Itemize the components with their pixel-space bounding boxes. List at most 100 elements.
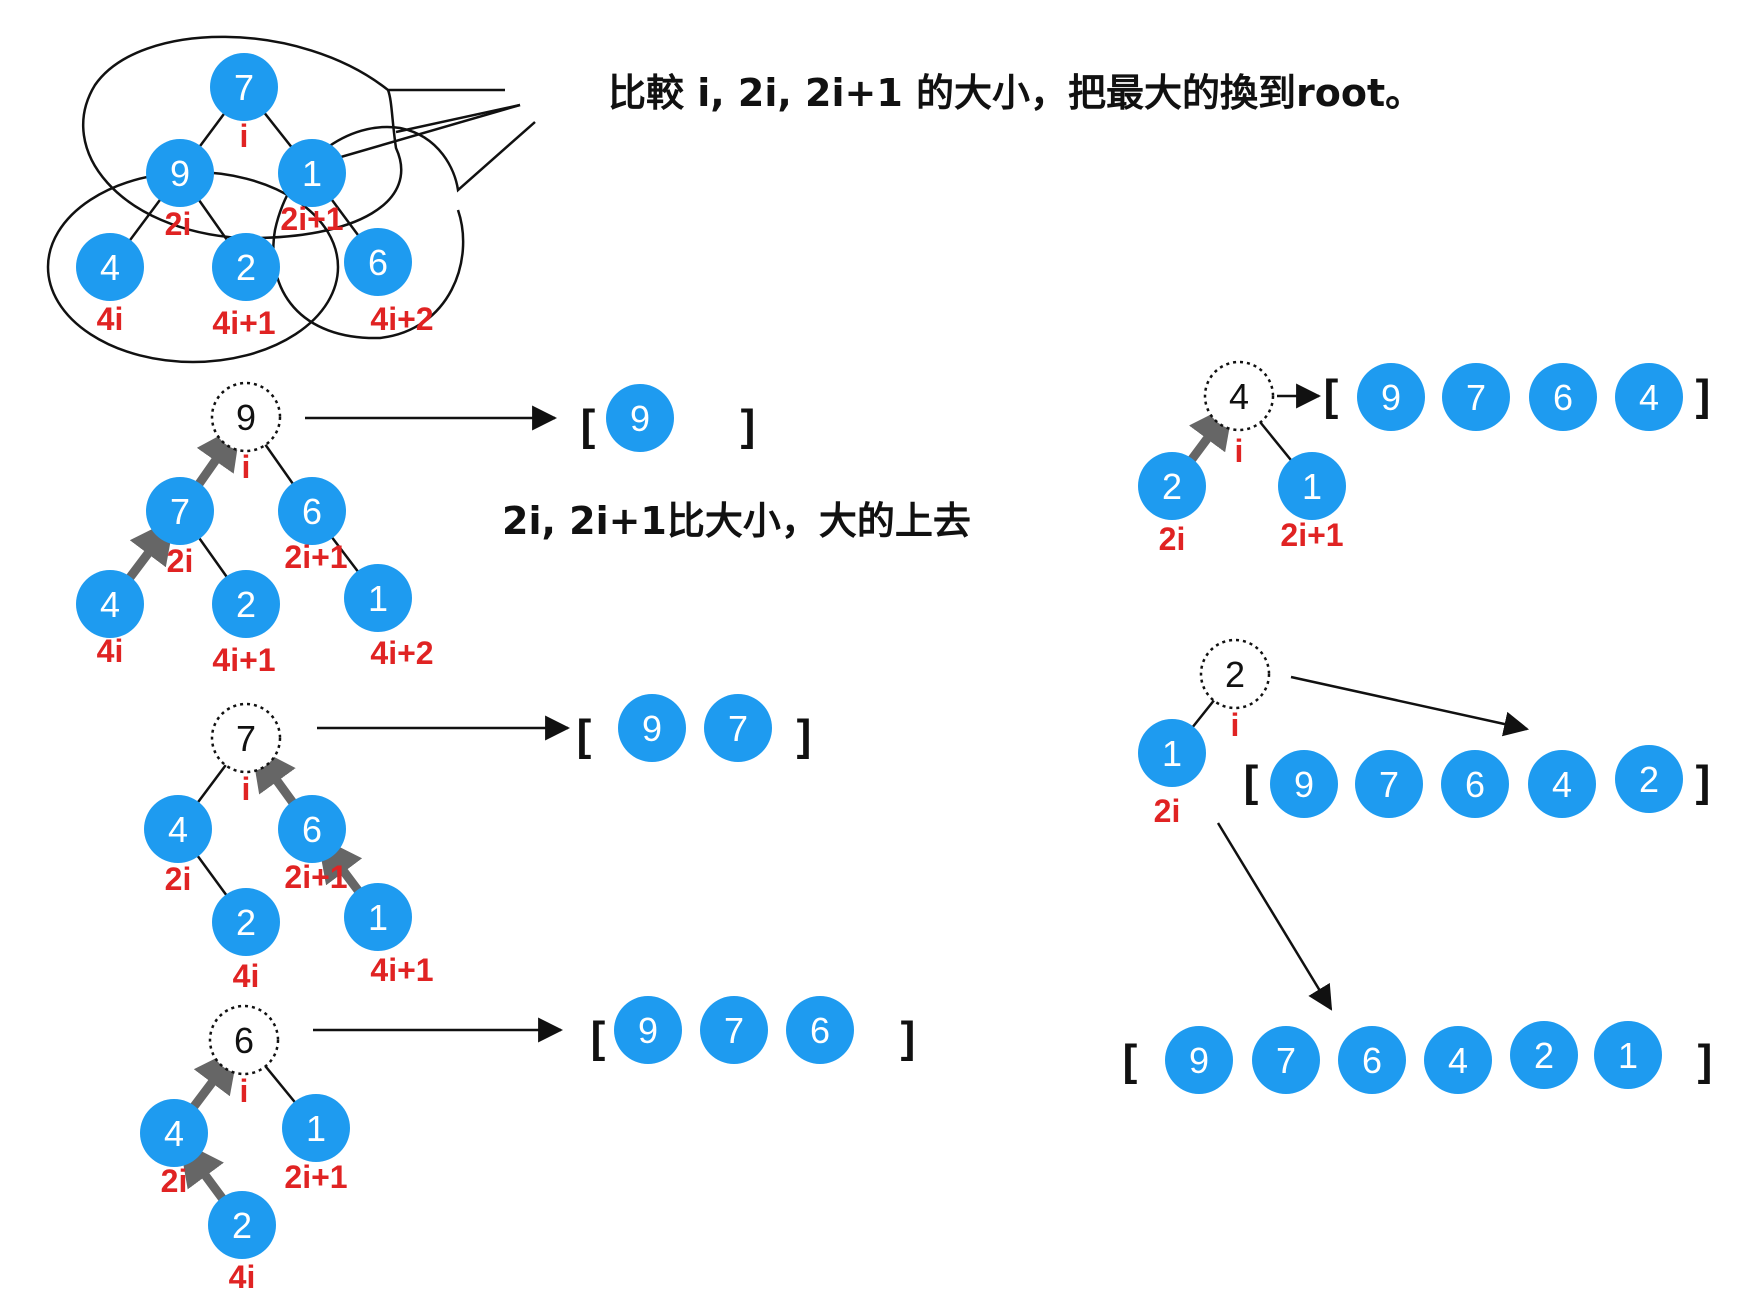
index-label: 2i+1 <box>284 859 347 895</box>
tree-node-step4: 1 <box>1278 452 1346 520</box>
node-value: 7 <box>170 491 190 532</box>
tree-node-step5: 2 <box>1199 638 1271 710</box>
index-label: i <box>240 1073 249 1109</box>
output-item: 9 <box>1357 363 1425 431</box>
index-label: 4i <box>97 301 124 337</box>
node-value: 1 <box>368 897 388 938</box>
output-item: 2 <box>1510 1021 1578 1089</box>
node-value: 4 <box>168 809 188 850</box>
node-value: 2 <box>232 1205 252 1246</box>
node-value: 7 <box>1276 1040 1296 1081</box>
output-item: 9 <box>614 996 682 1064</box>
tree-node-initial: 2 <box>212 233 280 301</box>
index-label: 4i+1 <box>370 952 433 988</box>
node-value: 9 <box>638 1010 658 1051</box>
node-value: 4 <box>1639 377 1659 418</box>
node-value: 2 <box>236 584 256 625</box>
tree-node-step4: 2 <box>1138 452 1206 520</box>
index-label: 2i <box>1159 521 1186 557</box>
node-value: 4 <box>164 1113 184 1154</box>
index-label: 4i+2 <box>370 301 433 337</box>
promote-note: 2i, 2i+1比大小，大的上去 <box>502 499 971 543</box>
node-value: 6 <box>810 1010 830 1051</box>
close-bracket: ] <box>1698 1036 1713 1085</box>
node-value: 2 <box>1162 466 1182 507</box>
output-item: 7 <box>704 694 772 762</box>
tree-node-step4: 4 <box>1203 360 1275 432</box>
node-value: 9 <box>170 153 190 194</box>
node-value: 6 <box>1465 764 1485 805</box>
tree-node-initial: 9 <box>146 139 214 207</box>
node-value: 7 <box>234 67 254 108</box>
node-value: 9 <box>236 397 256 438</box>
output-item: 6 <box>786 996 854 1064</box>
index-label: 4i+1 <box>212 642 275 678</box>
close-bracket: ] <box>901 1013 916 1062</box>
tree-node-step1: 2 <box>212 570 280 638</box>
output-item: 9 <box>1270 750 1338 818</box>
output-item: 6 <box>1529 363 1597 431</box>
index-label: 2i <box>167 543 194 579</box>
index-label: 2i <box>1154 793 1181 829</box>
tree-node-step3: 6 <box>208 1004 280 1076</box>
node-value: 7 <box>724 1010 744 1051</box>
output-item: 9 <box>618 694 686 762</box>
node-value: 1 <box>306 1108 326 1149</box>
tree-node-step3: 4 <box>140 1099 208 1167</box>
output-item: 1 <box>1594 1021 1662 1089</box>
index-label: 2i+1 <box>284 1159 347 1195</box>
node-value: 9 <box>642 708 662 749</box>
outline-root-group <box>82 35 505 240</box>
output-item: 6 <box>1441 750 1509 818</box>
node-value: 6 <box>1362 1040 1382 1081</box>
node-value: 1 <box>1302 466 1322 507</box>
index-label: 2i+1 <box>284 539 347 575</box>
close-bracket: ] <box>797 711 812 760</box>
node-value: 7 <box>1379 764 1399 805</box>
output-item: 2 <box>1615 745 1683 813</box>
node-value: 1 <box>1618 1035 1638 1076</box>
tree-node-initial: 7 <box>210 53 278 121</box>
output-item: 9 <box>1165 1026 1233 1094</box>
tree-node-step1: 4 <box>76 570 144 638</box>
output-item: 4 <box>1528 750 1596 818</box>
node-value: 7 <box>728 708 748 749</box>
tree-node-step2: 1 <box>344 883 412 951</box>
node-value: 1 <box>302 153 322 194</box>
tree-node-step1: 9 <box>210 381 282 453</box>
index-label: 2i+1 <box>1280 517 1343 553</box>
index-label: i <box>240 118 249 154</box>
tree-node-step2: 2 <box>212 888 280 956</box>
callout-pointer <box>395 103 521 134</box>
output-item: 4 <box>1424 1026 1492 1094</box>
node-value: 6 <box>302 809 322 850</box>
index-label: i <box>242 449 251 485</box>
index-label: 4i+2 <box>370 635 433 671</box>
close-bracket: ] <box>1696 371 1711 420</box>
index-label: 4i+1 <box>212 305 275 341</box>
index-label: 4i <box>233 958 260 994</box>
output-arrow <box>1290 675 1530 737</box>
tree-node-step3: 2 <box>208 1191 276 1259</box>
index-label: 2i <box>165 861 192 897</box>
node-value: 1 <box>1162 733 1182 774</box>
open-bracket: [ <box>581 401 596 450</box>
node-value: 6 <box>1553 377 1573 418</box>
open-bracket: [ <box>1324 371 1339 420</box>
open-bracket: [ <box>591 1013 606 1062</box>
tree-node-step3: 1 <box>282 1094 350 1162</box>
tree-node-initial: 6 <box>344 228 412 296</box>
node-value: 7 <box>1466 377 1486 418</box>
index-label: 2i+1 <box>280 201 343 237</box>
close-bracket: ] <box>741 401 756 450</box>
output-item: 7 <box>1252 1026 1320 1094</box>
index-label: 2i <box>161 1163 188 1199</box>
node-value: 2 <box>1225 654 1245 695</box>
output-array-step1: []9 <box>581 384 756 452</box>
index-label: 4i <box>97 633 124 669</box>
open-bracket: [ <box>1123 1036 1138 1085</box>
node-value: 7 <box>236 718 256 759</box>
